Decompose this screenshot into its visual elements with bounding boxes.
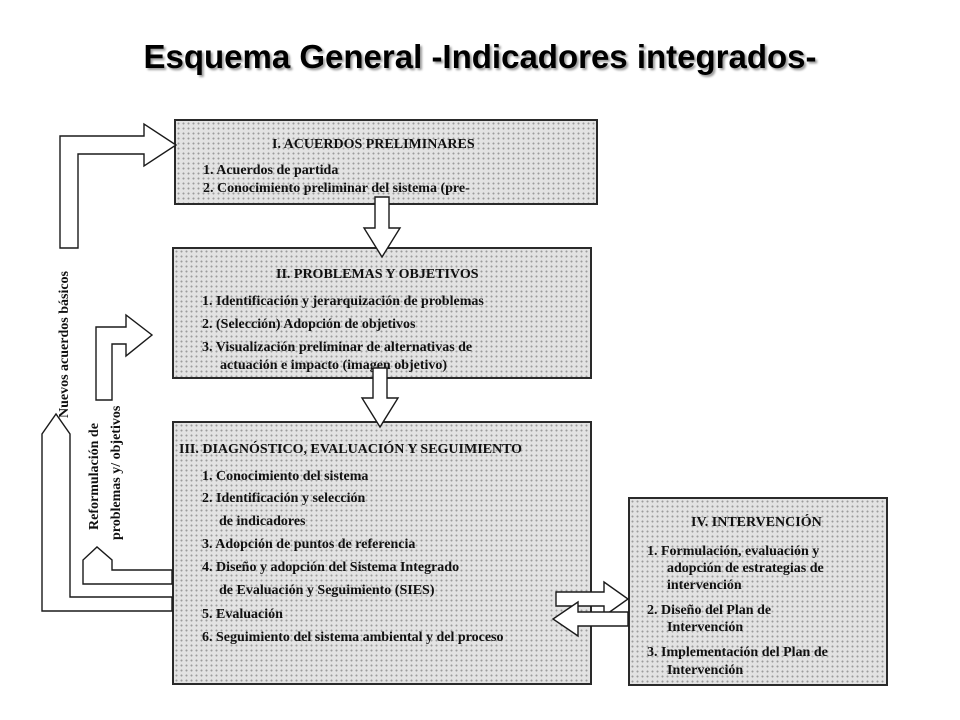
box-intervencion-item: adopción de estrategias de: [667, 561, 824, 576]
box-diagnostico-item: 5. Evaluación: [202, 607, 283, 622]
arrow-to-intervencion-icon: [555, 580, 630, 618]
box-problemas-item: 3. Visualización preliminar de alternati…: [202, 340, 473, 355]
box-diagnostico-item: 6. Seguimiento del sistema ambiental y d…: [202, 630, 504, 645]
loop-nuevos-acuerdos-top-icon: [59, 122, 178, 249]
box-diagnostico-item: 4. Diseño y adopción del Sistema Integra…: [202, 560, 460, 575]
box-intervencion-item: Intervención: [667, 663, 744, 678]
box-problemas-objetivos: II. PROBLEMAS Y OBJETIVOS 1. Identificac…: [172, 247, 592, 379]
down-arrow-1-icon: [362, 196, 402, 259]
down-arrow-2-icon: [360, 367, 400, 429]
box-diagnostico-heading: III. DIAGNÓSTICO, EVALUACIÓN Y SEGUIMIEN…: [179, 442, 523, 457]
loop-nuevos-acuerdos-icon: [41, 412, 173, 612]
box-acuerdos-item: 1. Acuerdos de partida: [203, 163, 339, 178]
box-diagnostico-item: de indicadores: [219, 514, 306, 529]
box-diagnostico-item: 1. Conocimiento del sistema: [202, 469, 369, 484]
box-intervencion-item: Intervención: [667, 620, 744, 635]
label-nuevos-acuerdos: Nuevos acuerdos básicos: [57, 270, 72, 418]
box-problemas-item: 1. Identificación y jerarquización de pr…: [202, 294, 484, 309]
box-diagnostico-item: 3. Adopción de puntos de referencia: [202, 537, 416, 552]
box-intervencion-item: 1. Formulación, evaluación y: [647, 544, 820, 559]
box-acuerdos-preliminares: I. ACUERDOS PRELIMINARES 1. Acuerdos de …: [174, 119, 598, 205]
box-intervencion: IV. INTERVENCIÓN 1. Formulación, evaluac…: [628, 497, 888, 686]
box-intervencion-item: intervención: [667, 578, 742, 593]
box-problemas-item: actuación e impacto (imagen objetivo): [220, 358, 448, 373]
arrow-from-intervencion-icon: [551, 600, 629, 638]
page-title: Esquema General -Indicadores integrados-: [143, 38, 817, 75]
box-intervencion-heading: IV. INTERVENCIÓN: [691, 515, 822, 530]
box-intervencion-item: 3. Implementación del Plan de: [647, 645, 828, 660]
box-intervencion-item: 2. Diseño del Plan de: [647, 603, 772, 618]
label-reformulacion-line1: Reformulación de: [87, 423, 102, 530]
loop-reformulacion-top-icon: [95, 313, 154, 401]
box-diagnostico-item: 2. Identificación y selección: [202, 491, 366, 506]
box-acuerdos-item: 2. Conocimiento preliminar del sistema (…: [203, 181, 470, 196]
box-acuerdos-heading: I. ACUERDOS PRELIMINARES: [272, 137, 475, 152]
box-diagnostico: III. DIAGNÓSTICO, EVALUACIÓN Y SEGUIMIEN…: [172, 421, 592, 685]
label-reformulacion-line2: problemas y/ objetivos: [109, 405, 124, 540]
loop-reformulacion-icon: [82, 546, 173, 585]
box-problemas-item: 2. (Selección) Adopción de objetivos: [202, 317, 416, 332]
box-diagnostico-item: de Evaluación y Seguimiento (SIES): [219, 583, 435, 598]
box-problemas-heading: II. PROBLEMAS Y OBJETIVOS: [276, 267, 479, 282]
